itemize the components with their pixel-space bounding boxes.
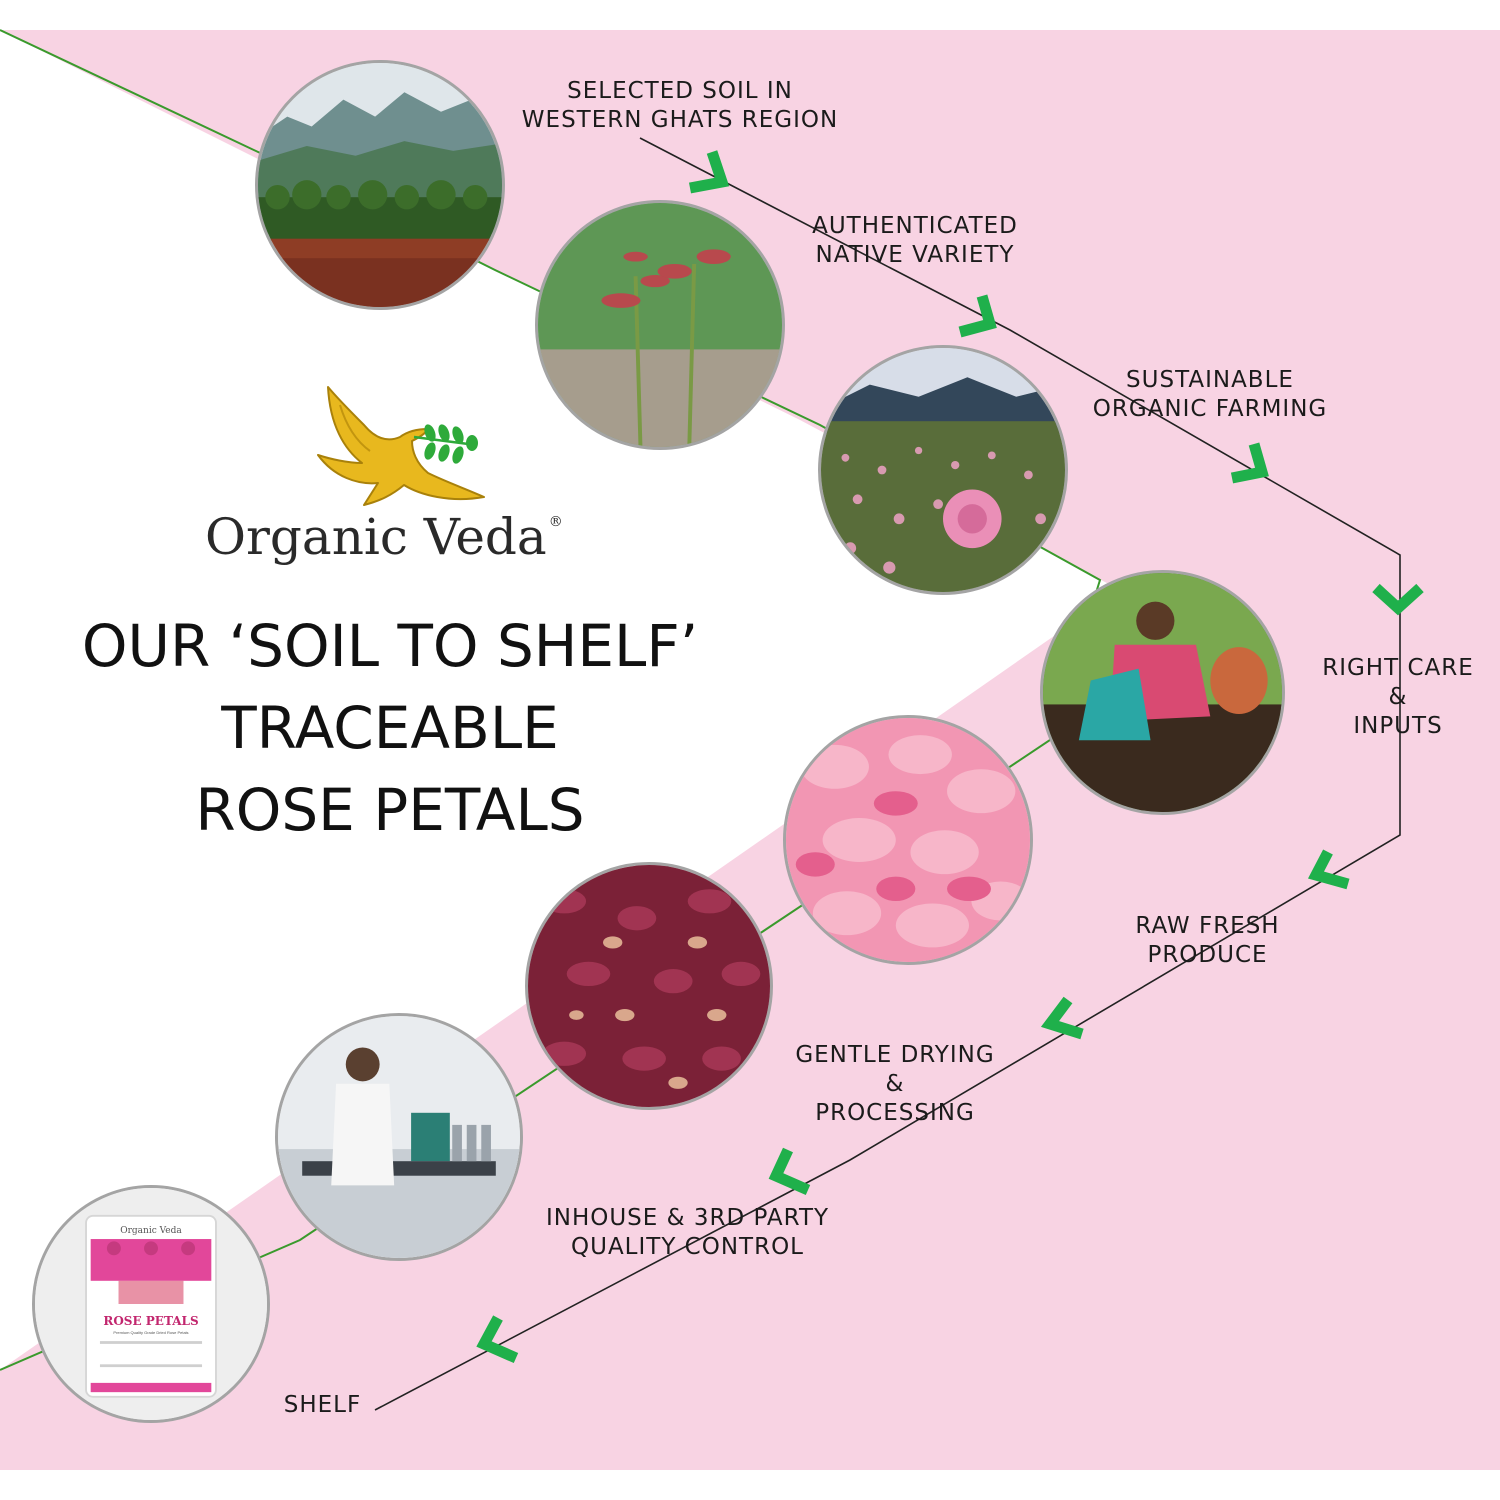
chevron-icon (768, 1147, 811, 1196)
step-label: ORGANIC FARMING (1092, 396, 1328, 422)
product-pack-photo: Organic Veda ROSE PETALS Premium Quality… (32, 1185, 270, 1423)
step-label: & (885, 1071, 905, 1097)
step-label: RAW FRESH (1135, 913, 1280, 939)
step-right-care: RIGHT CARE & INPUTS (1300, 654, 1496, 741)
step-selected-soil: SELECTED SOIL IN WESTERN GHATS REGION (480, 77, 880, 135)
headline-line-1: OUR ‘SOIL TO SHELF’ (81, 612, 699, 680)
process-path (374, 137, 1401, 1411)
step-organic-farming: SUSTAINABLE ORGANIC FARMING (1060, 366, 1360, 424)
step-label: SUSTAINABLE (1126, 367, 1294, 393)
dried-petals-photo (525, 862, 773, 1110)
headline-line-2: TRACEABLE (221, 694, 559, 762)
step-label: WESTERN GHATS REGION (521, 107, 839, 133)
headline-line-3: ROSE PETALS (195, 776, 585, 844)
step-label: INHOUSE & 3RD PARTY (545, 1205, 830, 1231)
pack-tagline: Premium Quality Grade Dried Rose Petals (113, 1330, 189, 1335)
headline: OUR ‘SOIL TO SHELF’ TRACEABLE ROSE PETAL… (40, 605, 740, 851)
chevron-icon (688, 150, 730, 194)
chevron-icon (1040, 996, 1084, 1040)
step-quality-control: INHOUSE & 3RD PARTY QUALITY CONTROL (510, 1204, 865, 1262)
step-drying-processing: GENTLE DRYING & PROCESSING (770, 1041, 1020, 1128)
brand-name-text: Organic Veda (205, 508, 547, 566)
step-label: SELECTED SOIL IN (567, 78, 793, 104)
fresh-petals-photo (783, 715, 1033, 965)
step-label: QUALITY CONTROL (571, 1234, 804, 1260)
step-label: SHELF (283, 1392, 362, 1418)
step-raw-produce: RAW FRESH PRODUCE (1100, 912, 1315, 970)
step-authenticated-variety: AUTHENTICATED NATIVE VARIETY (770, 212, 1060, 270)
step-label: PRODUCE (1147, 942, 1268, 968)
rose-farm-photo (818, 345, 1068, 595)
step-label: AUTHENTICATED (812, 213, 1018, 239)
chevron-icon (958, 294, 997, 338)
soil-photo (255, 60, 505, 310)
rose-shoots-photo (535, 200, 785, 450)
chevron-icon (1230, 442, 1269, 484)
step-label: GENTLE DRYING (795, 1042, 995, 1068)
farmer-photo (1040, 570, 1285, 815)
step-shelf: SHELF (265, 1391, 380, 1420)
pack-brand: Organic Veda (120, 1226, 182, 1236)
step-label: RIGHT CARE (1322, 655, 1474, 681)
step-label: NATIVE VARIETY (815, 242, 1015, 268)
step-label: PROCESSING (815, 1100, 975, 1126)
registered-mark: ® (548, 514, 563, 530)
chevron-icon (1372, 583, 1424, 616)
golden-dove-with-olive-branch-icon (317, 386, 485, 506)
chevron-icon (476, 1315, 519, 1364)
laboratory-photo (275, 1013, 523, 1261)
step-label: INPUTS (1353, 713, 1443, 739)
chevron-icon (1307, 849, 1350, 890)
pack-product-name: ROSE PETALS (103, 1314, 199, 1328)
brand-name: Organic Veda® (205, 508, 563, 566)
step-label: & (1388, 684, 1408, 710)
